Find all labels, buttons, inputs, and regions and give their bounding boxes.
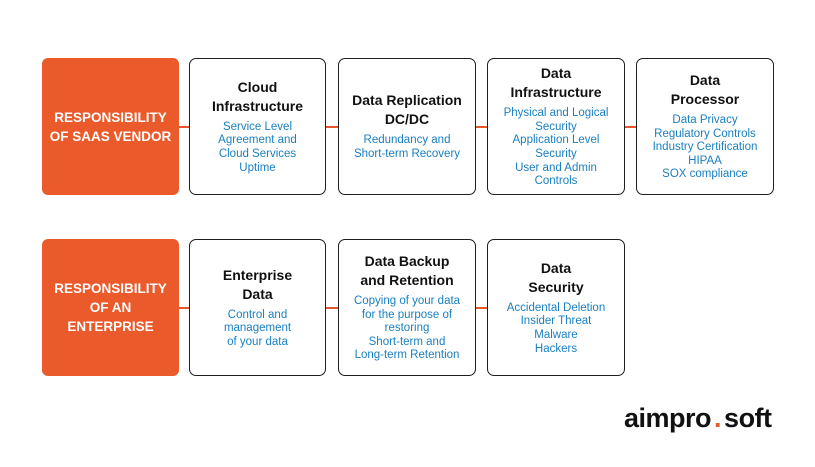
card-detail: Service Level bbox=[222, 120, 293, 133]
card-detail: Malware bbox=[534, 329, 578, 341]
saas-vendor-label-text: RESPONSIBILITY OF SAAS VENDOR bbox=[49, 109, 172, 144]
card-title: Data Infrastructure bbox=[510, 65, 602, 101]
card-detail: Short-term and bbox=[368, 335, 446, 348]
card-title: Data Backup and Retention bbox=[360, 253, 454, 289]
card-detail: Short-term Recovery bbox=[353, 148, 461, 160]
card-title: Data Processor bbox=[670, 72, 740, 108]
card-detail: Long-term Retention bbox=[354, 349, 460, 362]
card-detail: Uptime bbox=[239, 161, 276, 174]
card-data-processor: Data Processor Data Privacy Regulatory C… bbox=[636, 58, 774, 195]
card-title: Data Security bbox=[528, 259, 584, 295]
card-detail: SOX compliance bbox=[662, 168, 748, 181]
card-detail: for the purpose of bbox=[361, 308, 453, 321]
row1-connector-3 bbox=[475, 126, 488, 128]
card-detail: Redundancy and bbox=[363, 134, 451, 147]
card-detail: of your data bbox=[227, 335, 288, 348]
card-detail: Control and bbox=[227, 308, 288, 321]
row1-connector-2 bbox=[325, 126, 339, 128]
card-data-security: Data Security Accidental Deletion Inside… bbox=[487, 239, 625, 376]
card-title: Cloud Infrastructure bbox=[211, 78, 304, 114]
card-detail: management bbox=[223, 322, 292, 335]
card-title: Data Replication DC/DC bbox=[352, 92, 462, 128]
saas-vendor-label: RESPONSIBILITY OF SAAS VENDOR bbox=[42, 58, 179, 195]
enterprise-label: RESPONSIBILITY OF AN ENTERPRISE bbox=[42, 239, 179, 376]
card-data-infrastructure: Data Infrastructure Physical and Logical… bbox=[487, 58, 625, 195]
card-detail: Security bbox=[535, 148, 577, 160]
card-detail: HIPAA bbox=[688, 154, 722, 167]
logo-left: aimpro bbox=[624, 403, 712, 433]
card-detail: Hackers bbox=[534, 342, 578, 355]
row1-connector-1 bbox=[178, 126, 190, 128]
enterprise-label-text: RESPONSIBILITY OF AN ENTERPRISE bbox=[54, 281, 167, 334]
row2-connector-3 bbox=[475, 307, 488, 309]
card-title: Enterprise Data bbox=[222, 266, 293, 302]
card-detail: Accidental Deletion bbox=[506, 301, 606, 314]
card-detail: Physical and Logical bbox=[503, 107, 609, 120]
logo-right: soft bbox=[724, 403, 772, 433]
card-detail: Application Level bbox=[512, 134, 600, 147]
card-detail: restoring bbox=[384, 322, 430, 335]
card-detail: Controls bbox=[534, 175, 578, 188]
card-detail: Copying of your data bbox=[353, 295, 461, 308]
card-detail: Insider Threat bbox=[520, 315, 592, 328]
card-detail: User and Admin bbox=[515, 161, 597, 174]
card-detail: Industry Certification bbox=[652, 141, 758, 154]
row1-connector-4 bbox=[624, 126, 637, 128]
card-detail: Regulatory Controls bbox=[654, 127, 756, 140]
card-detail: Data Privacy bbox=[672, 114, 738, 127]
card-data-backup: Data Backup and Retention Copying of you… bbox=[338, 239, 476, 376]
card-detail: Agreement and bbox=[218, 134, 297, 147]
row2-connector-1 bbox=[178, 307, 190, 309]
card-detail: Security bbox=[535, 120, 577, 133]
card-cloud-infrastructure: Cloud Infrastructure Service Level Agree… bbox=[189, 58, 326, 195]
card-data-replication: Data Replication DC/DC Redundancy and Sh… bbox=[338, 58, 476, 195]
aimprosoft-logo: aimpro.soft bbox=[624, 403, 772, 434]
logo-dot: . bbox=[714, 403, 722, 433]
card-enterprise-data: Enterprise Data Control and management o… bbox=[189, 239, 326, 376]
row2-connector-2 bbox=[325, 307, 339, 309]
card-detail: Cloud Services bbox=[218, 148, 297, 160]
